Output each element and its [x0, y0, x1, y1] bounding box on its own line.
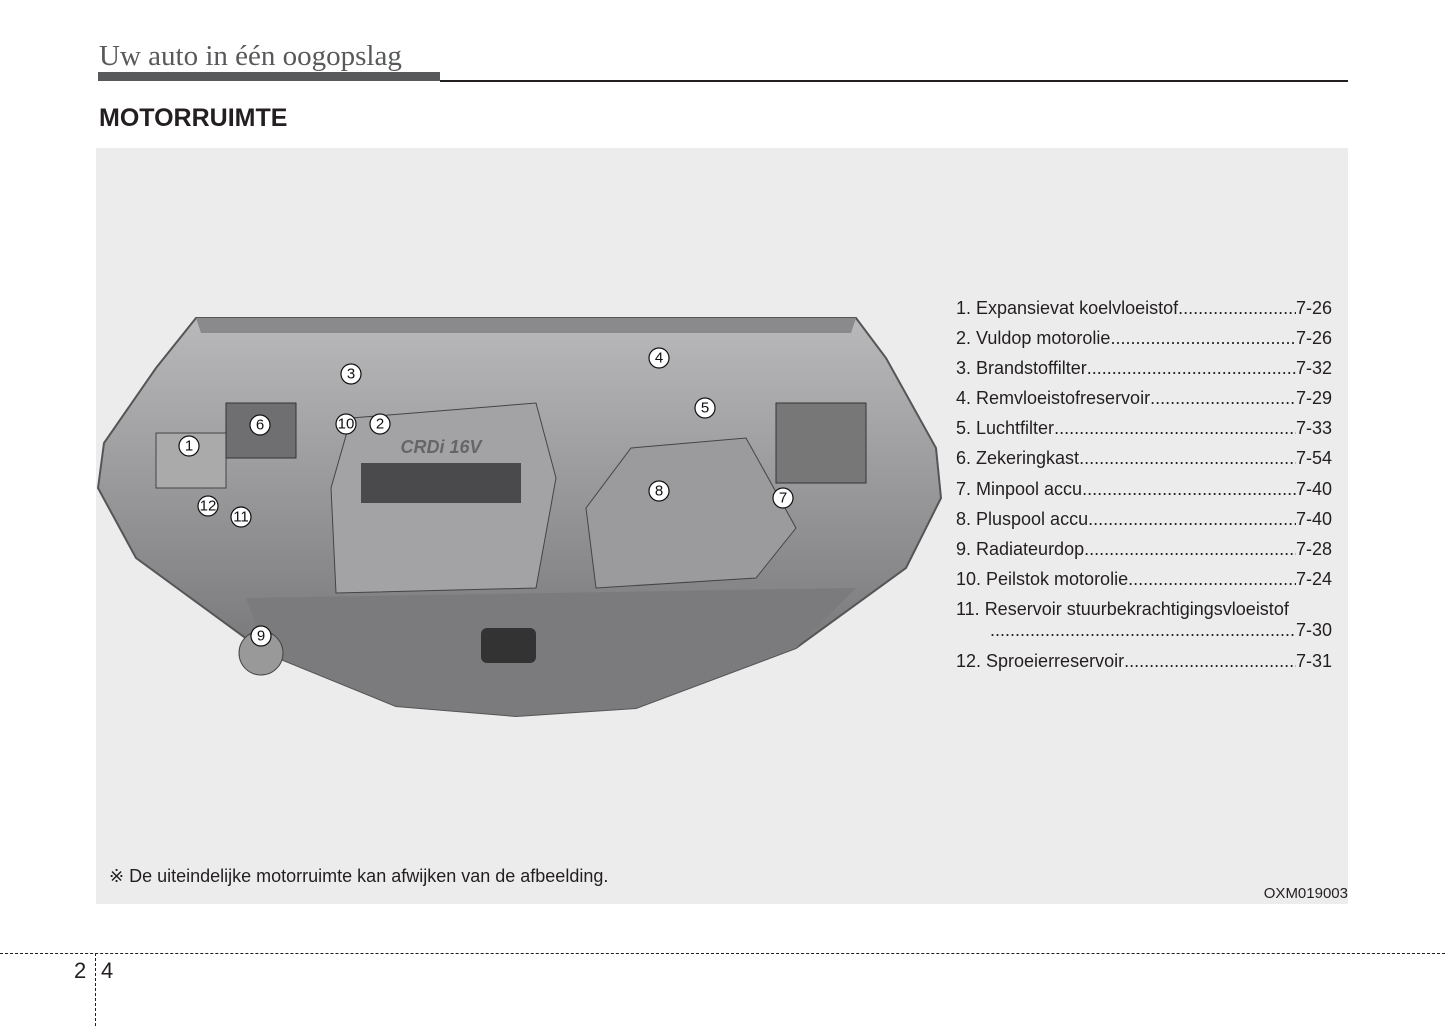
- callout-3: [340, 363, 362, 385]
- callout-11: [230, 506, 252, 528]
- section-title: Uw auto in één oogopslag: [99, 40, 402, 72]
- callout-8: [648, 480, 670, 502]
- page-heading: MOTORRUIMTE: [99, 104, 288, 132]
- legend-item: 6. Zekeringkast 7-54: [956, 448, 1332, 478]
- callout-2: [369, 413, 391, 435]
- callout-6: [249, 414, 271, 436]
- callout-label: 7: [779, 490, 787, 507]
- legend-item: 1. Expansievat koelvloeistof7-26: [956, 298, 1332, 328]
- footer-divider: [0, 953, 1445, 954]
- air-filter-box: [585, 437, 797, 589]
- legend-item: 7. Minpool accu7-40: [956, 479, 1332, 509]
- engine-grille: [361, 463, 521, 503]
- callout-label: 4: [655, 350, 663, 367]
- callout-label: 6: [256, 417, 264, 434]
- legend-item: 8. Pluspool accu 7-40: [956, 509, 1332, 539]
- footer-vertical-divider: [95, 953, 96, 1026]
- callout-1: [178, 435, 200, 457]
- engine-bay-illustration: CRDi 16V 1 2 3 4 5 6 7 8 9 10 11: [96, 317, 943, 718]
- callout-7: [772, 487, 794, 509]
- callouts: [178, 347, 794, 647]
- callout-9: [250, 625, 272, 647]
- engine-badge: CRDi 16V: [400, 437, 483, 457]
- legend-item: 10. Peilstok motorolie7-24: [956, 569, 1332, 599]
- callout-label: 10: [338, 416, 355, 433]
- legend-item: 11. Reservoir stuurbekrachtigingsvloeist…: [956, 599, 1332, 651]
- callout-label: 5: [701, 400, 709, 417]
- legend-item: 12. Sproeierreservoir 7-31: [956, 651, 1332, 681]
- front-panel: [246, 588, 856, 716]
- legend-item: 9. Radiateurdop 7-28: [956, 539, 1332, 569]
- hood-edge: [196, 318, 856, 333]
- chapter-number: 2: [74, 958, 87, 983]
- callout-label: 3: [347, 366, 355, 383]
- title-rule: [440, 80, 1348, 82]
- callout-12: [197, 495, 219, 517]
- callout-10: [335, 413, 357, 435]
- callout-5: [694, 397, 716, 419]
- figure-panel: CRDi 16V 1 2 3 4 5 6 7 8 9 10 11: [96, 148, 1348, 904]
- image-code: OXM019003: [1263, 885, 1348, 902]
- legend-item: 2. Vuldop motorolie 7-26: [956, 328, 1332, 358]
- parts-legend: 1. Expansievat koelvloeistof7-26 2. Vuld…: [956, 298, 1332, 681]
- legend-item: 3. Brandstoffilter7-32: [956, 358, 1332, 388]
- page-number: 4: [101, 958, 114, 983]
- fuse-box: [775, 402, 867, 484]
- callout-label: 12: [200, 498, 217, 515]
- legend-item: 4. Remvloeistofreservoir 7-29: [956, 388, 1332, 418]
- callout-label: 11: [233, 509, 249, 526]
- legend-item: 5. Luchtfilter 7-33: [956, 418, 1332, 448]
- callout-label: 1: [185, 438, 193, 455]
- callout-label: 2: [376, 416, 384, 433]
- callout-label: 8: [655, 483, 663, 500]
- title-bar: [98, 72, 440, 81]
- figure-note: ※ De uiteindelijke motorruimte kan afwij…: [109, 866, 609, 886]
- callout-4: [648, 347, 670, 369]
- front-slot: [481, 628, 536, 663]
- callout-label: 9: [257, 628, 265, 645]
